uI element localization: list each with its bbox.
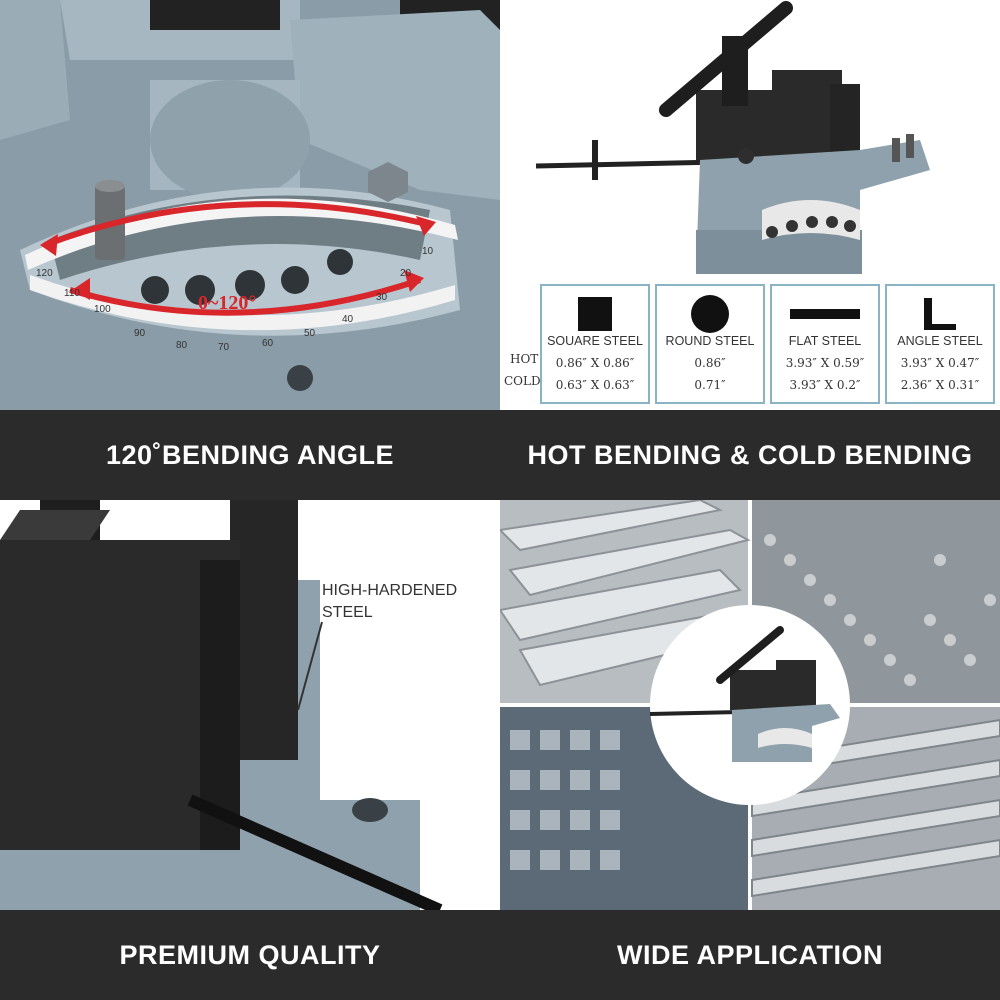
spec-name: ANGLE STEEL — [897, 334, 983, 348]
hardened-steel-illustration — [0, 500, 500, 910]
callout-text: HIGH-HARDENED STEEL — [322, 580, 457, 624]
spec-cold-value: 3.93″ X 0.2″ — [789, 378, 861, 392]
spec-hot-value: 3.93″ X 0.47″ — [900, 356, 980, 370]
angle-shape — [924, 298, 956, 330]
spec-hot-value: 0.86″ — [694, 356, 726, 370]
tick-label: 120 — [36, 268, 53, 279]
spec-name: ROUND STEEL — [665, 334, 755, 348]
steel-stock-illustration — [500, 500, 1000, 910]
tick-label: 20 — [400, 268, 412, 279]
spec-card-square: SOUARE STEEL 0.86″ X 0.86″ 0.63″ X 0.63″ — [540, 284, 650, 404]
spec-name: FLAT STEEL — [788, 334, 862, 348]
square-steel-icon — [542, 296, 648, 332]
bender-machine-illustration — [535, 1, 930, 274]
angle-steel-pattern — [500, 500, 751, 687]
square-bar-pattern — [510, 730, 620, 870]
tick-label: 50 — [304, 328, 316, 339]
angle-scale-ticks: 120 110 100 90 80 70 60 50 40 30 20 10 — [36, 246, 436, 353]
tick-label: 60 — [262, 338, 274, 349]
spec-cold-value: 0.71″ — [694, 378, 726, 392]
spec-cold-value: 2.36″ X 0.31″ — [900, 378, 980, 392]
callout-line2: STEEL — [322, 604, 373, 621]
spec-panel: HOT COLD SOUARE STEEL 0.86″ X 0.86″ 0.63… — [500, 0, 1000, 410]
hot-row-label: HOT — [510, 352, 539, 366]
cold-row-label: COLD — [504, 374, 541, 388]
bending-angle-banner: 120˚BENDING ANGLE — [0, 410, 500, 500]
spec-hot-value: 3.93″ X 0.59″ — [785, 356, 865, 370]
hot-cold-banner: HOT BENDING & COLD BENDING — [500, 410, 1000, 500]
spec-card-angle: ANGLE STEEL 3.93″ X 0.47″ 2.36″ X 0.31″ — [885, 284, 995, 404]
machine-mini — [649, 626, 840, 762]
tick-label: 100 — [94, 304, 111, 315]
angle-steel-icon — [887, 296, 993, 332]
tick-label: 90 — [134, 328, 146, 339]
flat-steel-icon — [772, 296, 878, 332]
callout-line1: HIGH-HARDENED — [322, 582, 458, 599]
spec-card-flat: FLAT STEEL 3.93″ X 0.59″ 3.93″ X 0.2″ — [770, 284, 880, 404]
spec-cold-value: 0.63″ X 0.63″ — [555, 378, 635, 392]
wide-application-banner: WIDE APPLICATION — [500, 910, 1000, 1000]
premium-quality-banner: PREMIUM QUALITY — [0, 910, 500, 1000]
spec-hot-value: 0.86″ X 0.86″ — [555, 356, 635, 370]
tick-label: 40 — [342, 314, 354, 325]
application-collage — [500, 500, 1000, 910]
angle-range-label: 0~120° — [198, 292, 257, 314]
tick-label: 110 — [64, 288, 80, 299]
tick-label: 70 — [218, 342, 230, 353]
round-steel-icon — [657, 295, 763, 333]
quality-photo: HIGH-HARDENED STEEL — [0, 500, 500, 910]
spec-name: SOUARE STEEL — [547, 334, 643, 348]
tick-label: 30 — [376, 292, 388, 303]
tick-label: 10 — [422, 246, 434, 257]
spec-card-round: ROUND STEEL 0.86″ 0.71″ — [655, 284, 765, 404]
bending-angle-photo: 0~120° 120 110 100 90 80 70 60 50 40 30 … — [0, 0, 500, 410]
bender-closeup-illustration — [0, 0, 500, 410]
tick-label: 80 — [176, 340, 188, 351]
